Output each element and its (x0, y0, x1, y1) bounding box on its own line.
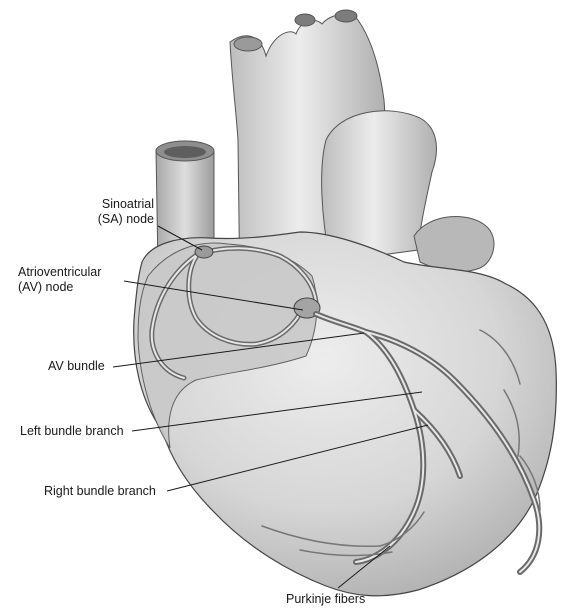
left-atrial-appendage (414, 217, 494, 272)
label-sa-line2: (SA) node (36, 212, 154, 227)
label-sa-line1: Sinoatrial (36, 197, 154, 212)
label-purkinje-fibers: Purkinje fibers (286, 592, 365, 607)
label-atrioventricular-node: Atrioventricular (AV) node (18, 265, 101, 295)
label-av-line2: (AV) node (18, 280, 101, 295)
label-right-bundle-branch: Right bundle branch (44, 484, 156, 499)
label-av-line1: Atrioventricular (18, 265, 101, 280)
label-sinoatrial-node: Sinoatrial (SA) node (36, 197, 154, 227)
label-left-bundle-branch: Left bundle branch (20, 424, 124, 439)
label-av-bundle: AV bundle (48, 359, 105, 374)
